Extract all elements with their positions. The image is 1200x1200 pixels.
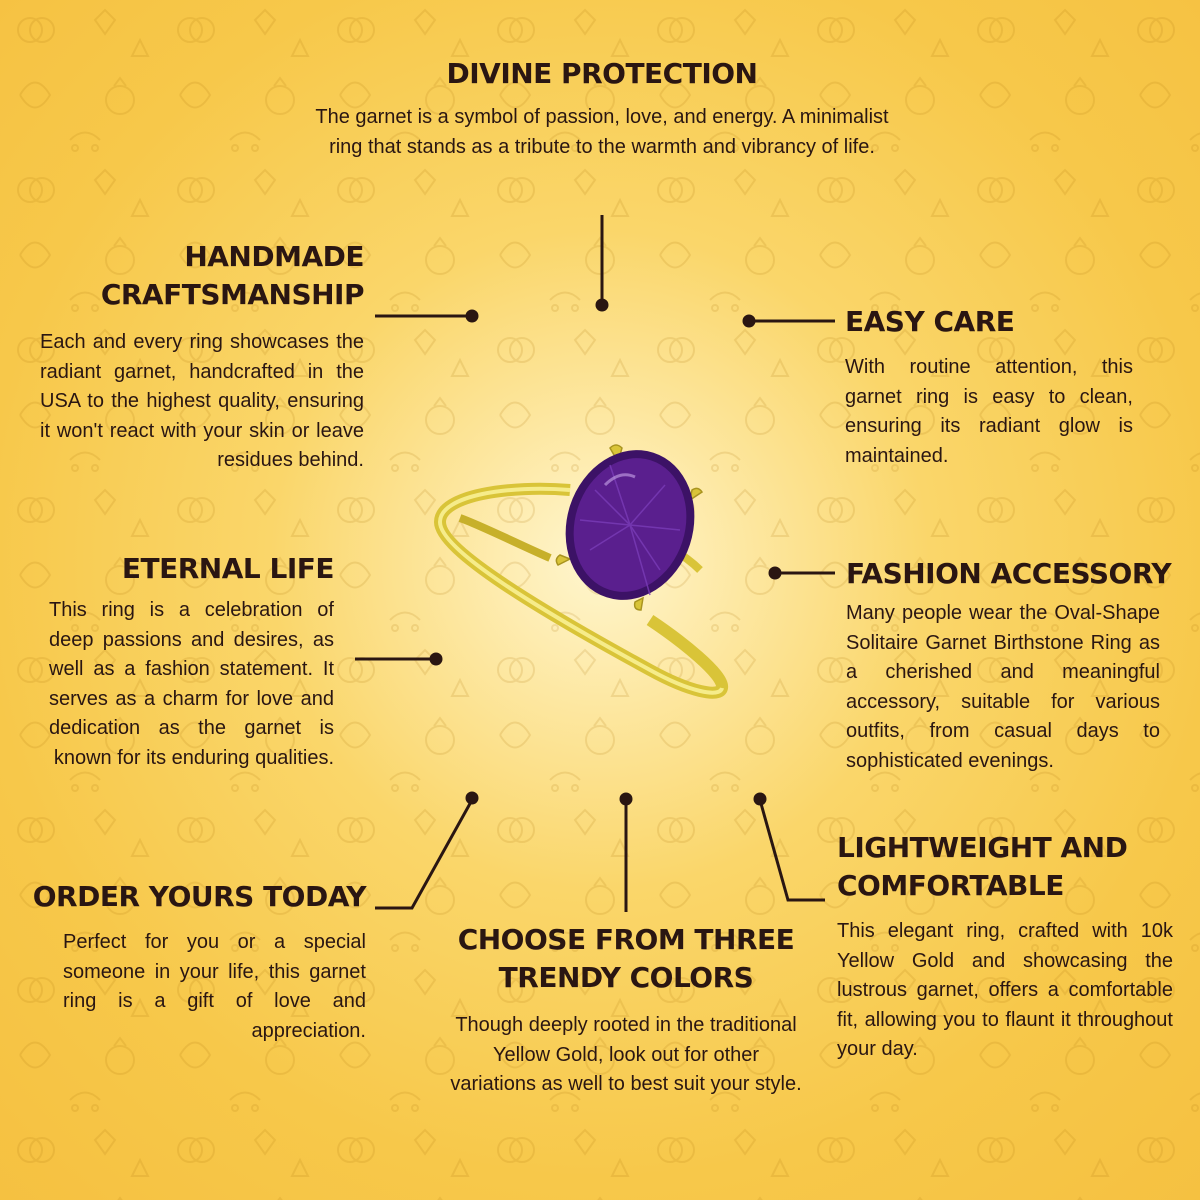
fashion-accessory-text: Many people wear the Oval-Shape Solitair… bbox=[846, 602, 1160, 772]
feature-easy-care: EASY CARE With routine attention, this g… bbox=[845, 303, 1133, 471]
colors-title: CHOOSE FROM THREE TRENDY COLORS bbox=[440, 921, 812, 997]
order-text: Perfect for you or a special someone in … bbox=[63, 931, 366, 1042]
feature-colors: CHOOSE FROM THREE TRENDY COLORS Though d… bbox=[440, 921, 812, 1100]
feature-handmade: HANDMADE CRAFTSMANSHIP Each and every ri… bbox=[40, 238, 365, 476]
feature-eternal-life: ETERNAL LIFE This ring is a celebration … bbox=[49, 550, 335, 773]
feature-order: ORDER YOURS TODAY Perfect for you or a s… bbox=[20, 878, 367, 1046]
handmade-title-line2: CRAFTSMANSHIP bbox=[100, 278, 365, 311]
feature-fashion-accessory: FASHION ACCESSORY Many people wear the O… bbox=[846, 555, 1172, 776]
order-title: ORDER YOURS TODAY bbox=[32, 880, 367, 913]
lightweight-title: LIGHTWEIGHT AND COMFORTABLE bbox=[837, 829, 1173, 905]
colors-title-line2: TRENDY COLORS bbox=[498, 961, 754, 994]
fashion-accessory-title: FASHION ACCESSORY bbox=[846, 557, 1172, 590]
lightweight-title-line2: COMFORTABLE bbox=[837, 869, 1064, 902]
eternal-life-text: This ring is a celebration of deep passi… bbox=[49, 599, 334, 769]
lightweight-text: This elegant ring, crafted with 10k Yell… bbox=[837, 920, 1173, 1060]
colors-text: Though deeply rooted in the traditional … bbox=[450, 1014, 802, 1095]
easy-care-text: With routine attention, this garnet ring… bbox=[845, 356, 1133, 467]
handmade-text: Each and every ring showcases the radian… bbox=[40, 331, 364, 471]
handmade-title-line1: HANDMADE bbox=[184, 240, 364, 273]
eternal-life-title: ETERNAL LIFE bbox=[121, 552, 335, 585]
feature-divine-protection: DIVINE PROTECTION The garnet is a symbol… bbox=[300, 55, 904, 162]
colors-title-line1: CHOOSE FROM THREE bbox=[457, 923, 795, 956]
divine-protection-title: DIVINE PROTECTION bbox=[446, 57, 758, 90]
feature-lightweight: LIGHTWEIGHT AND COMFORTABLE This elegant… bbox=[837, 829, 1173, 1065]
easy-care-title: EASY CARE bbox=[845, 305, 1015, 338]
connector-order bbox=[375, 799, 474, 910]
divine-protection-text: The garnet is a symbol of passion, love,… bbox=[315, 106, 889, 158]
garnet-ring-image bbox=[433, 444, 728, 699]
connector-lightweight bbox=[758, 799, 825, 902]
lightweight-title-line1: LIGHTWEIGHT AND bbox=[837, 831, 1128, 864]
handmade-title: HANDMADE CRAFTSMANSHIP bbox=[40, 238, 365, 314]
